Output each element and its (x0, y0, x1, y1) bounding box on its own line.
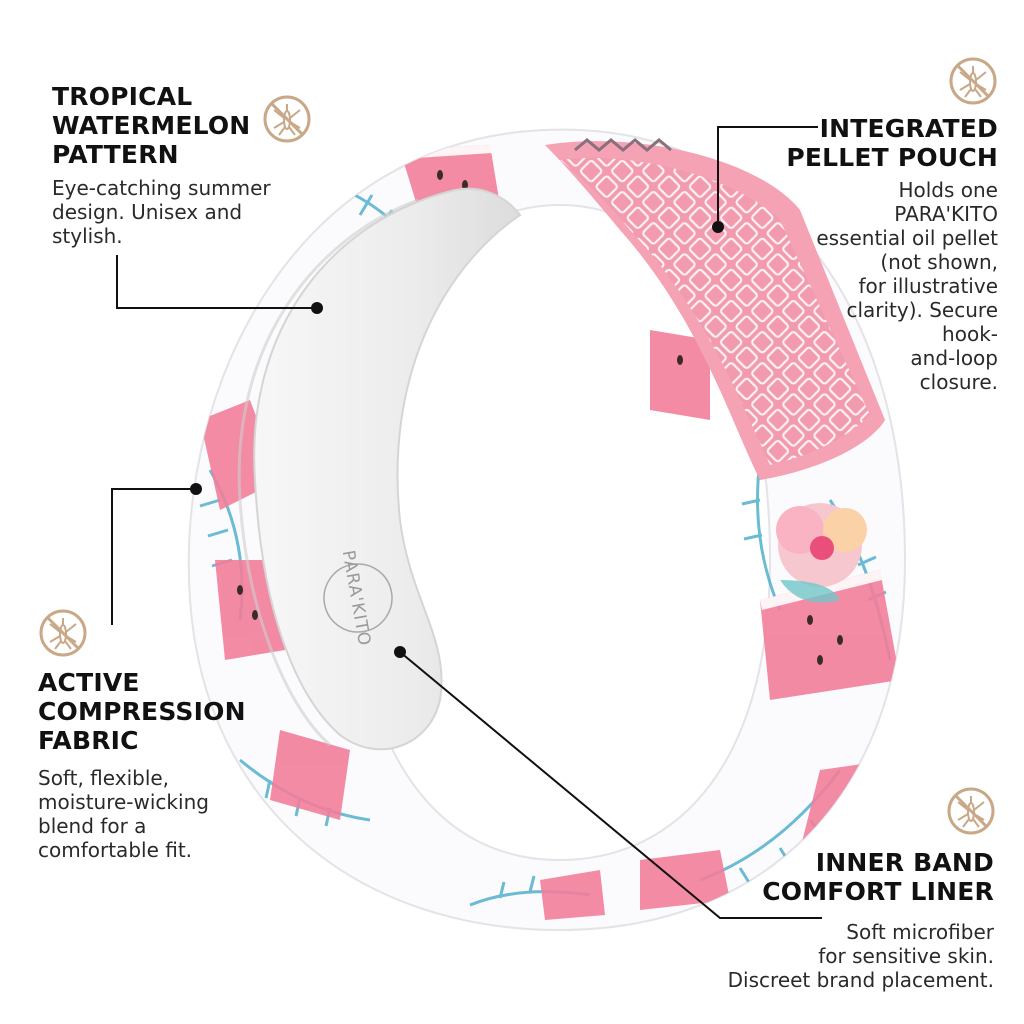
leader-line-liner (399, 651, 822, 919)
liner-description: Soft microfiber for sensitive skin. Disc… (727, 920, 994, 992)
flower-motif (776, 503, 867, 603)
inner-liner (237, 187, 522, 751)
pouch-heading: INTEGRATED PELLET POUCH (786, 114, 998, 172)
pattern-heading: TROPICAL WATERMELON PATTERN (52, 82, 251, 169)
leader-line-pouch (717, 126, 818, 227)
liner-heading: INNER BAND COMFORT LINER (762, 848, 994, 906)
leader-lines (111, 126, 822, 919)
mosquito-icon (39, 609, 87, 657)
leader-dot-liner (394, 646, 406, 658)
leader-dot-fabric (190, 483, 202, 495)
mosquito-icon (949, 57, 997, 105)
pattern-description: Eye-catching summer design. Unisex and s… (52, 176, 271, 248)
mosquito-icon (947, 787, 995, 835)
pouch-description: Holds one PARA'KITO essential oil pellet… (816, 178, 998, 394)
mosquito-icon (263, 95, 311, 143)
leader-line-pattern (116, 255, 317, 309)
leader-dot-pouch (712, 221, 724, 233)
leader-dots (190, 221, 724, 658)
leader-dot-pattern (311, 302, 323, 314)
pellet-pouch (545, 138, 885, 481)
leader-line-fabric (111, 488, 196, 625)
fabric-description: Soft, flexible, moisture-wicking blend f… (38, 766, 209, 862)
fabric-heading: ACTIVE COMPRESSION FABRIC (38, 668, 246, 755)
